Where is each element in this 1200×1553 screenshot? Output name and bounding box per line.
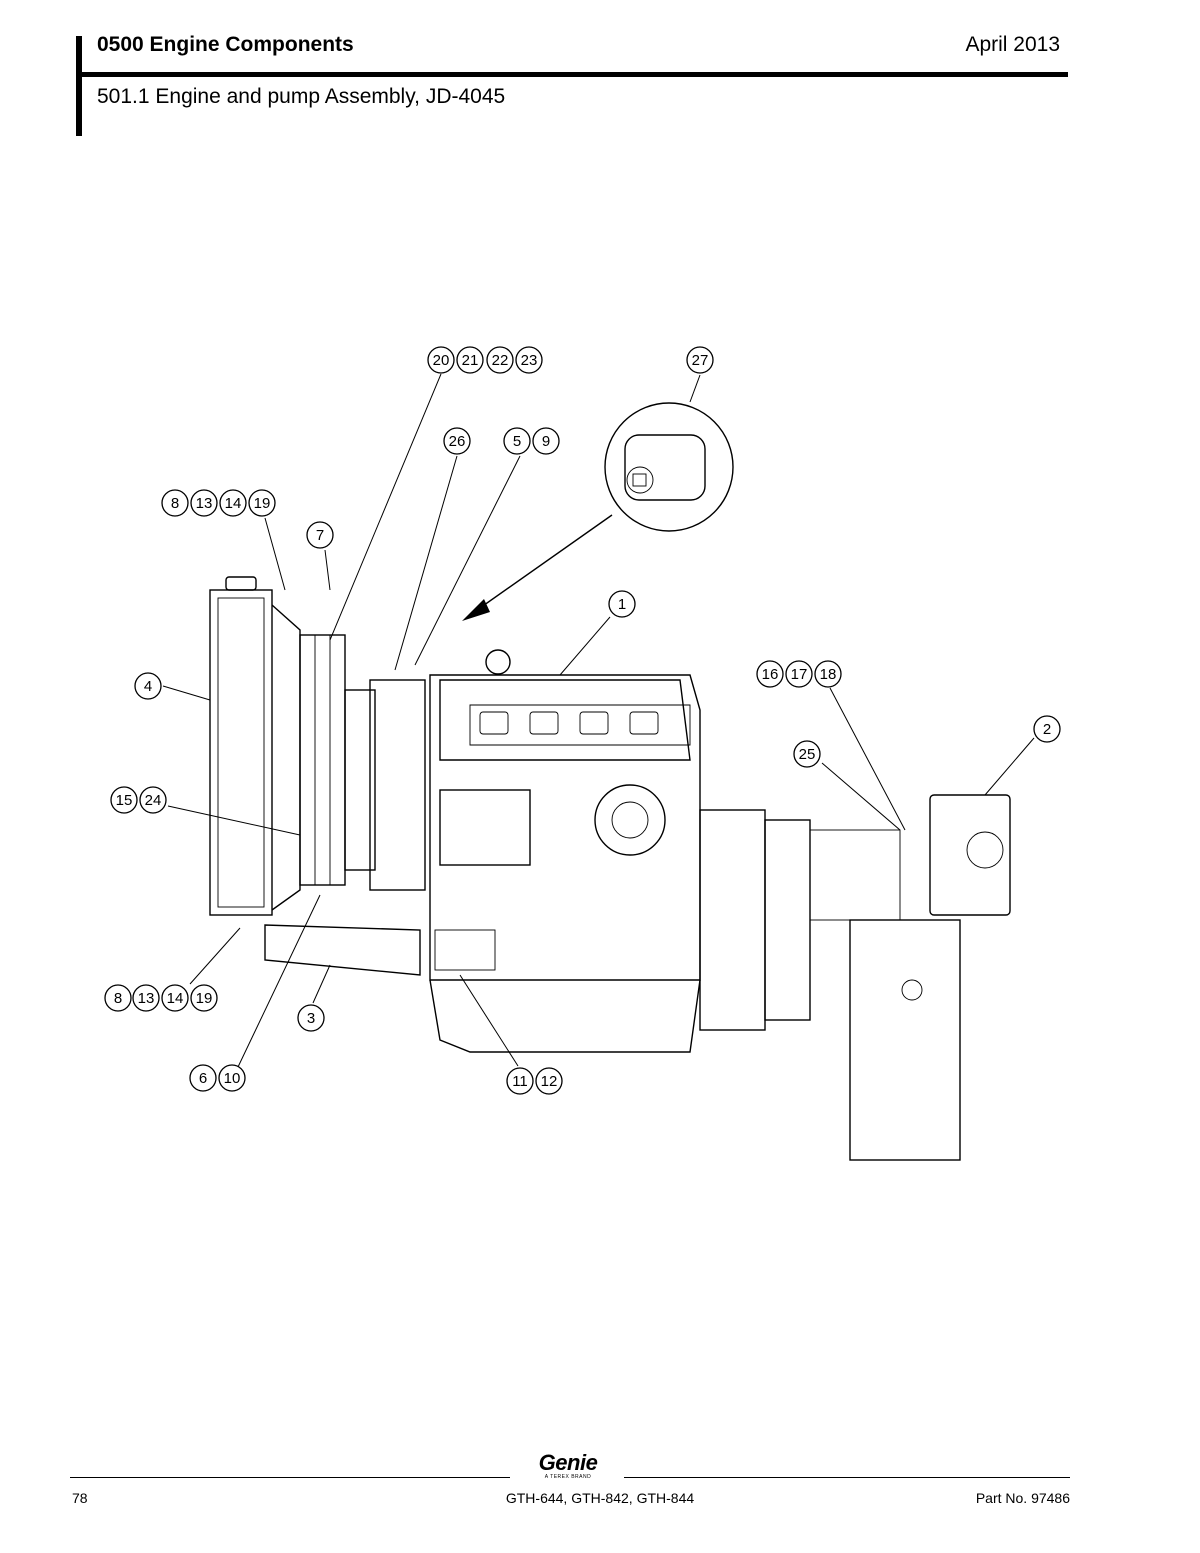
- callout-number: 26: [449, 433, 466, 450]
- part-number: Part No. 97486: [975, 1490, 1070, 1506]
- callout-group-8-19-bottom: 8 13 14 19: [104, 984, 218, 1012]
- footer-rule-right: [624, 1477, 1070, 1478]
- callout-number: 8: [171, 495, 179, 512]
- callout-bubbles: 20 21 22 23 27 26 5 9 8 13 14 19 7 1 4: [104, 346, 1061, 1095]
- page-number: 78: [72, 1490, 88, 1506]
- callout-item-7: 7: [306, 521, 334, 549]
- callout-number: 10: [224, 1070, 241, 1087]
- valve-cover: [439, 679, 691, 761]
- callout-number: 14: [167, 990, 184, 1007]
- model-list: GTH-644, GTH-842, GTH-844: [505, 1490, 695, 1506]
- callout-number: 5: [513, 433, 521, 450]
- oil-pan: [429, 979, 701, 1053]
- oil-fill-cap: [485, 649, 511, 675]
- callout-item-1: 1: [608, 590, 636, 618]
- pump-drive-coupler: [809, 829, 901, 921]
- callout-number: 7: [316, 527, 324, 544]
- callout-item-26: 26: [443, 427, 471, 455]
- flywheel-housing: [699, 809, 766, 1031]
- callout-number: 14: [225, 495, 242, 512]
- callout-number: 20: [433, 352, 450, 369]
- header-accent-bar: [76, 36, 82, 136]
- callout-number: 16: [762, 666, 779, 683]
- callout-group-11-12: 11 12: [506, 1067, 563, 1095]
- fan-pulley: [344, 689, 376, 871]
- logo-wordmark: Genie: [538, 1450, 598, 1475]
- callout-item-4: 4: [134, 672, 162, 700]
- callout-number: 2: [1043, 721, 1051, 738]
- callout-item-2: 2: [1033, 715, 1061, 743]
- detail-arrow: [469, 514, 613, 616]
- callout-number: 24: [145, 792, 162, 809]
- radiator-shroud: [271, 604, 301, 911]
- callout-number: 13: [138, 990, 155, 1007]
- header-rule: [76, 72, 1068, 77]
- exhaust-manifold: [469, 704, 691, 746]
- callout-number: 1: [618, 596, 626, 613]
- genie-logo: Genie A TEREX BRAND: [528, 1450, 608, 1481]
- engine-drawing: [209, 402, 1011, 1161]
- callout-group-6-10: 6 10: [189, 1064, 246, 1092]
- callout-number: 4: [144, 678, 152, 695]
- leader-lines: [162, 373, 1035, 1068]
- callout-group-15-24: 15 24: [110, 786, 167, 814]
- callout-number: 23: [521, 352, 538, 369]
- callout-item-27: 27: [686, 346, 714, 374]
- alternator-detail-frame: [604, 402, 734, 532]
- page-subtitle: 501.1 Engine and pump Assembly, JD-4045: [97, 85, 506, 108]
- frame-bracket: [264, 924, 421, 976]
- detail-arrowhead: [462, 599, 490, 621]
- alternator: [624, 434, 706, 501]
- callout-number: 13: [196, 495, 213, 512]
- radiator-core: [209, 589, 273, 916]
- section-title: 0500 Engine Components: [97, 33, 354, 56]
- turbocharger: [594, 784, 666, 856]
- fuel-injection-pump: [439, 789, 531, 866]
- radiator-inner: [217, 597, 265, 908]
- callout-number: 3: [307, 1010, 315, 1027]
- callout-number: 22: [492, 352, 509, 369]
- engine-block: [429, 674, 701, 981]
- callout-item-3: 3: [297, 1004, 325, 1032]
- callout-number: 11: [512, 1073, 528, 1090]
- fan: [299, 634, 346, 886]
- callout-number: 25: [799, 746, 816, 763]
- transmission-pump: [849, 919, 961, 1161]
- callout-number: 27: [692, 352, 709, 369]
- callout-number: 21: [462, 352, 479, 369]
- callout-number: 8: [114, 990, 122, 1007]
- callout-item-25: 25: [793, 740, 821, 768]
- callout-number: 19: [254, 495, 271, 512]
- pump-adapter: [764, 819, 811, 1021]
- header-date: April 2013: [965, 33, 1060, 56]
- radiator-cap: [225, 576, 257, 591]
- callout-number: 17: [791, 666, 808, 683]
- front-cover: [369, 679, 426, 891]
- callout-group-8-19-top: 8 13 14 19: [161, 489, 276, 517]
- footer-rule-left: [70, 1477, 510, 1478]
- callout-number: 9: [542, 433, 550, 450]
- callout-number: 18: [820, 666, 837, 683]
- callout-number: 6: [199, 1070, 207, 1087]
- callout-group-16-18: 16 17 18: [756, 660, 842, 688]
- callout-group-20-23: 20 21 22 23: [427, 346, 543, 374]
- callout-number: 15: [116, 792, 133, 809]
- logo-tagline: A TEREX BRAND: [544, 1474, 592, 1480]
- callout-number: 12: [541, 1073, 558, 1090]
- callout-group-5-9: 5 9: [503, 427, 560, 455]
- engine-mount: [434, 929, 496, 971]
- callout-number: 19: [196, 990, 213, 1007]
- hydraulic-pump: [929, 794, 1011, 916]
